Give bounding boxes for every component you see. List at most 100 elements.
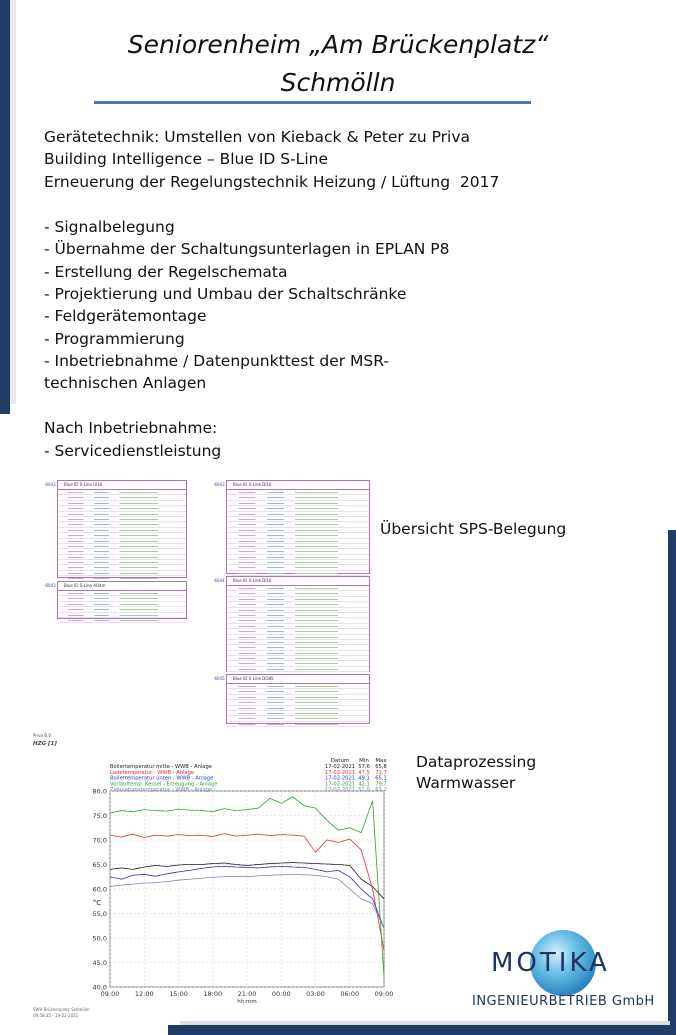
x-tick-label: 18:00 [203,990,222,998]
plc-row [58,554,186,561]
plc-row [58,612,186,618]
plc-row [227,650,369,657]
frame-right-accent [668,530,676,1035]
plc-row [227,495,369,501]
legend-entry-date: 17-02-2021 [325,764,355,770]
plc-row [227,721,369,728]
chart-footer-time: 09:58:35 - 19-02-2021 [33,1013,79,1018]
x-tick-label: 15:00 [169,990,188,998]
plc-row [227,538,369,544]
plc-row [58,500,186,507]
x-tick-label: 09:00 [101,990,120,998]
plc-module-title: Blue ID S-Line AO4m [58,582,186,591]
plc-row [227,634,369,640]
plc-row [227,500,369,507]
plc-row [227,511,369,517]
plc-row [227,705,369,711]
series-line [109,862,385,900]
task-item: technischen Anlagen [44,374,207,392]
plc-row [58,617,186,624]
y-tick-label: 45,0 [93,959,107,967]
caption-sps: Übersicht SPS-Belegung [380,520,567,538]
x-tick-label: 06:00 [340,990,359,998]
legend-entry-min: 57,6 [358,764,370,770]
plc-tag: -6043 [44,583,56,588]
plc-row [227,656,369,662]
plc-row [58,516,186,523]
x-axis-label: hh:mm [237,999,257,1005]
plc-row [227,586,369,592]
plc-tag: -6044 [213,578,225,583]
y-tick-label: 40,0 [93,984,107,992]
plc-row [58,506,186,512]
plc-row [227,490,369,496]
x-tick-label: 21:00 [238,990,257,998]
plc-row [58,538,186,544]
legend-header: Max [375,758,387,764]
plc-row [227,522,369,528]
y-tick-label: 75,0 [93,812,107,820]
plc-module-box: Blue ID S-Line UI16 [57,480,187,588]
legend-entry-max: 65,1 [375,776,387,782]
plc-row [58,607,186,613]
task-item: - Projektierung und Umbau der Schaltschr… [44,285,407,303]
caption-warmwasser: Warmwasser [416,774,516,792]
plc-row [58,560,186,566]
logo-subline: INGENIEURBETRIEB GmbH [472,994,655,1009]
y-axis-label: °C [93,899,102,907]
plc-row [58,511,186,517]
legend-entry-date: 17-02-2021 [325,776,355,782]
legend-entry-min: 47,5 [358,770,370,776]
plc-tag: -6043 [213,482,225,487]
plc-module-box: Blue ID S-Line DI16 [226,576,370,678]
series-line [109,796,385,977]
plc-tag: -6045 [213,676,225,681]
plc-row [227,710,369,717]
chart-id: HZG [1] [33,741,57,747]
y-tick-label: 55,0 [93,910,107,918]
plc-module-box: Blue ID S-Line DI16 [226,480,370,582]
plc-row [58,591,186,597]
legend-entry-name: Boilertemperatur unten - WWB - Anlage [110,776,213,782]
intro-line-1: Gerätetechnik: Umstellen von Kieback & P… [44,128,471,146]
series-line [109,833,385,951]
plc-row [227,516,369,523]
page-title-line1: Seniorenheim „Am Brückenplatz“ [127,30,549,59]
legend-entry-name: Ladetemperatur - WWB - Anlage [110,770,194,776]
plc-row [227,689,369,695]
plc-row [58,533,186,539]
legend-entry-max: 79,7 [375,781,387,787]
plc-row [227,527,369,534]
chart-footer-site: SWH Brückenplatz Schmölln [33,1007,90,1012]
plc-row [227,612,369,619]
task-item: - Inbetriebnahme / Datenpunkttest der MS… [44,352,390,370]
plc-row [58,570,186,577]
frame-bottom-accent [168,1025,676,1035]
plc-row [227,549,369,555]
plc-row [58,522,186,528]
intro-line-2: Building Intelligence – Blue ID S-Line [44,150,328,168]
plc-row [227,629,369,635]
plc-row [227,506,369,512]
title-underline [94,101,531,104]
plc-row [227,565,369,571]
series-line [109,866,385,929]
plc-row [58,543,186,550]
legend-entry-max: 65,8 [375,764,387,770]
plc-row [227,554,369,561]
legend-entry-min: 49,1 [358,776,370,782]
legend-entry-name: Boilertemperatur mitte - WWB - Anlage [110,764,212,770]
after-item: - Servicedienstleistung [44,442,222,460]
plc-row [227,716,369,722]
plc-row [227,639,369,646]
legend-entry-name: Vorlauftemp. Kessel - Erzeugung - Anlage [110,781,217,787]
frame-bottom-shadow [180,1021,670,1025]
page-title-line2: Schmölln [280,68,396,97]
plc-row [58,495,186,501]
series-line [109,873,385,929]
legend-entry-date: 17-02-2021 [325,770,355,776]
plc-module-title: Blue ID S-Line DO8S [227,675,369,684]
task-item: - Übernahme der Schaltungsunterlagen in … [44,240,450,258]
plc-row [58,549,186,555]
x-tick-label: 03:00 [306,990,325,998]
